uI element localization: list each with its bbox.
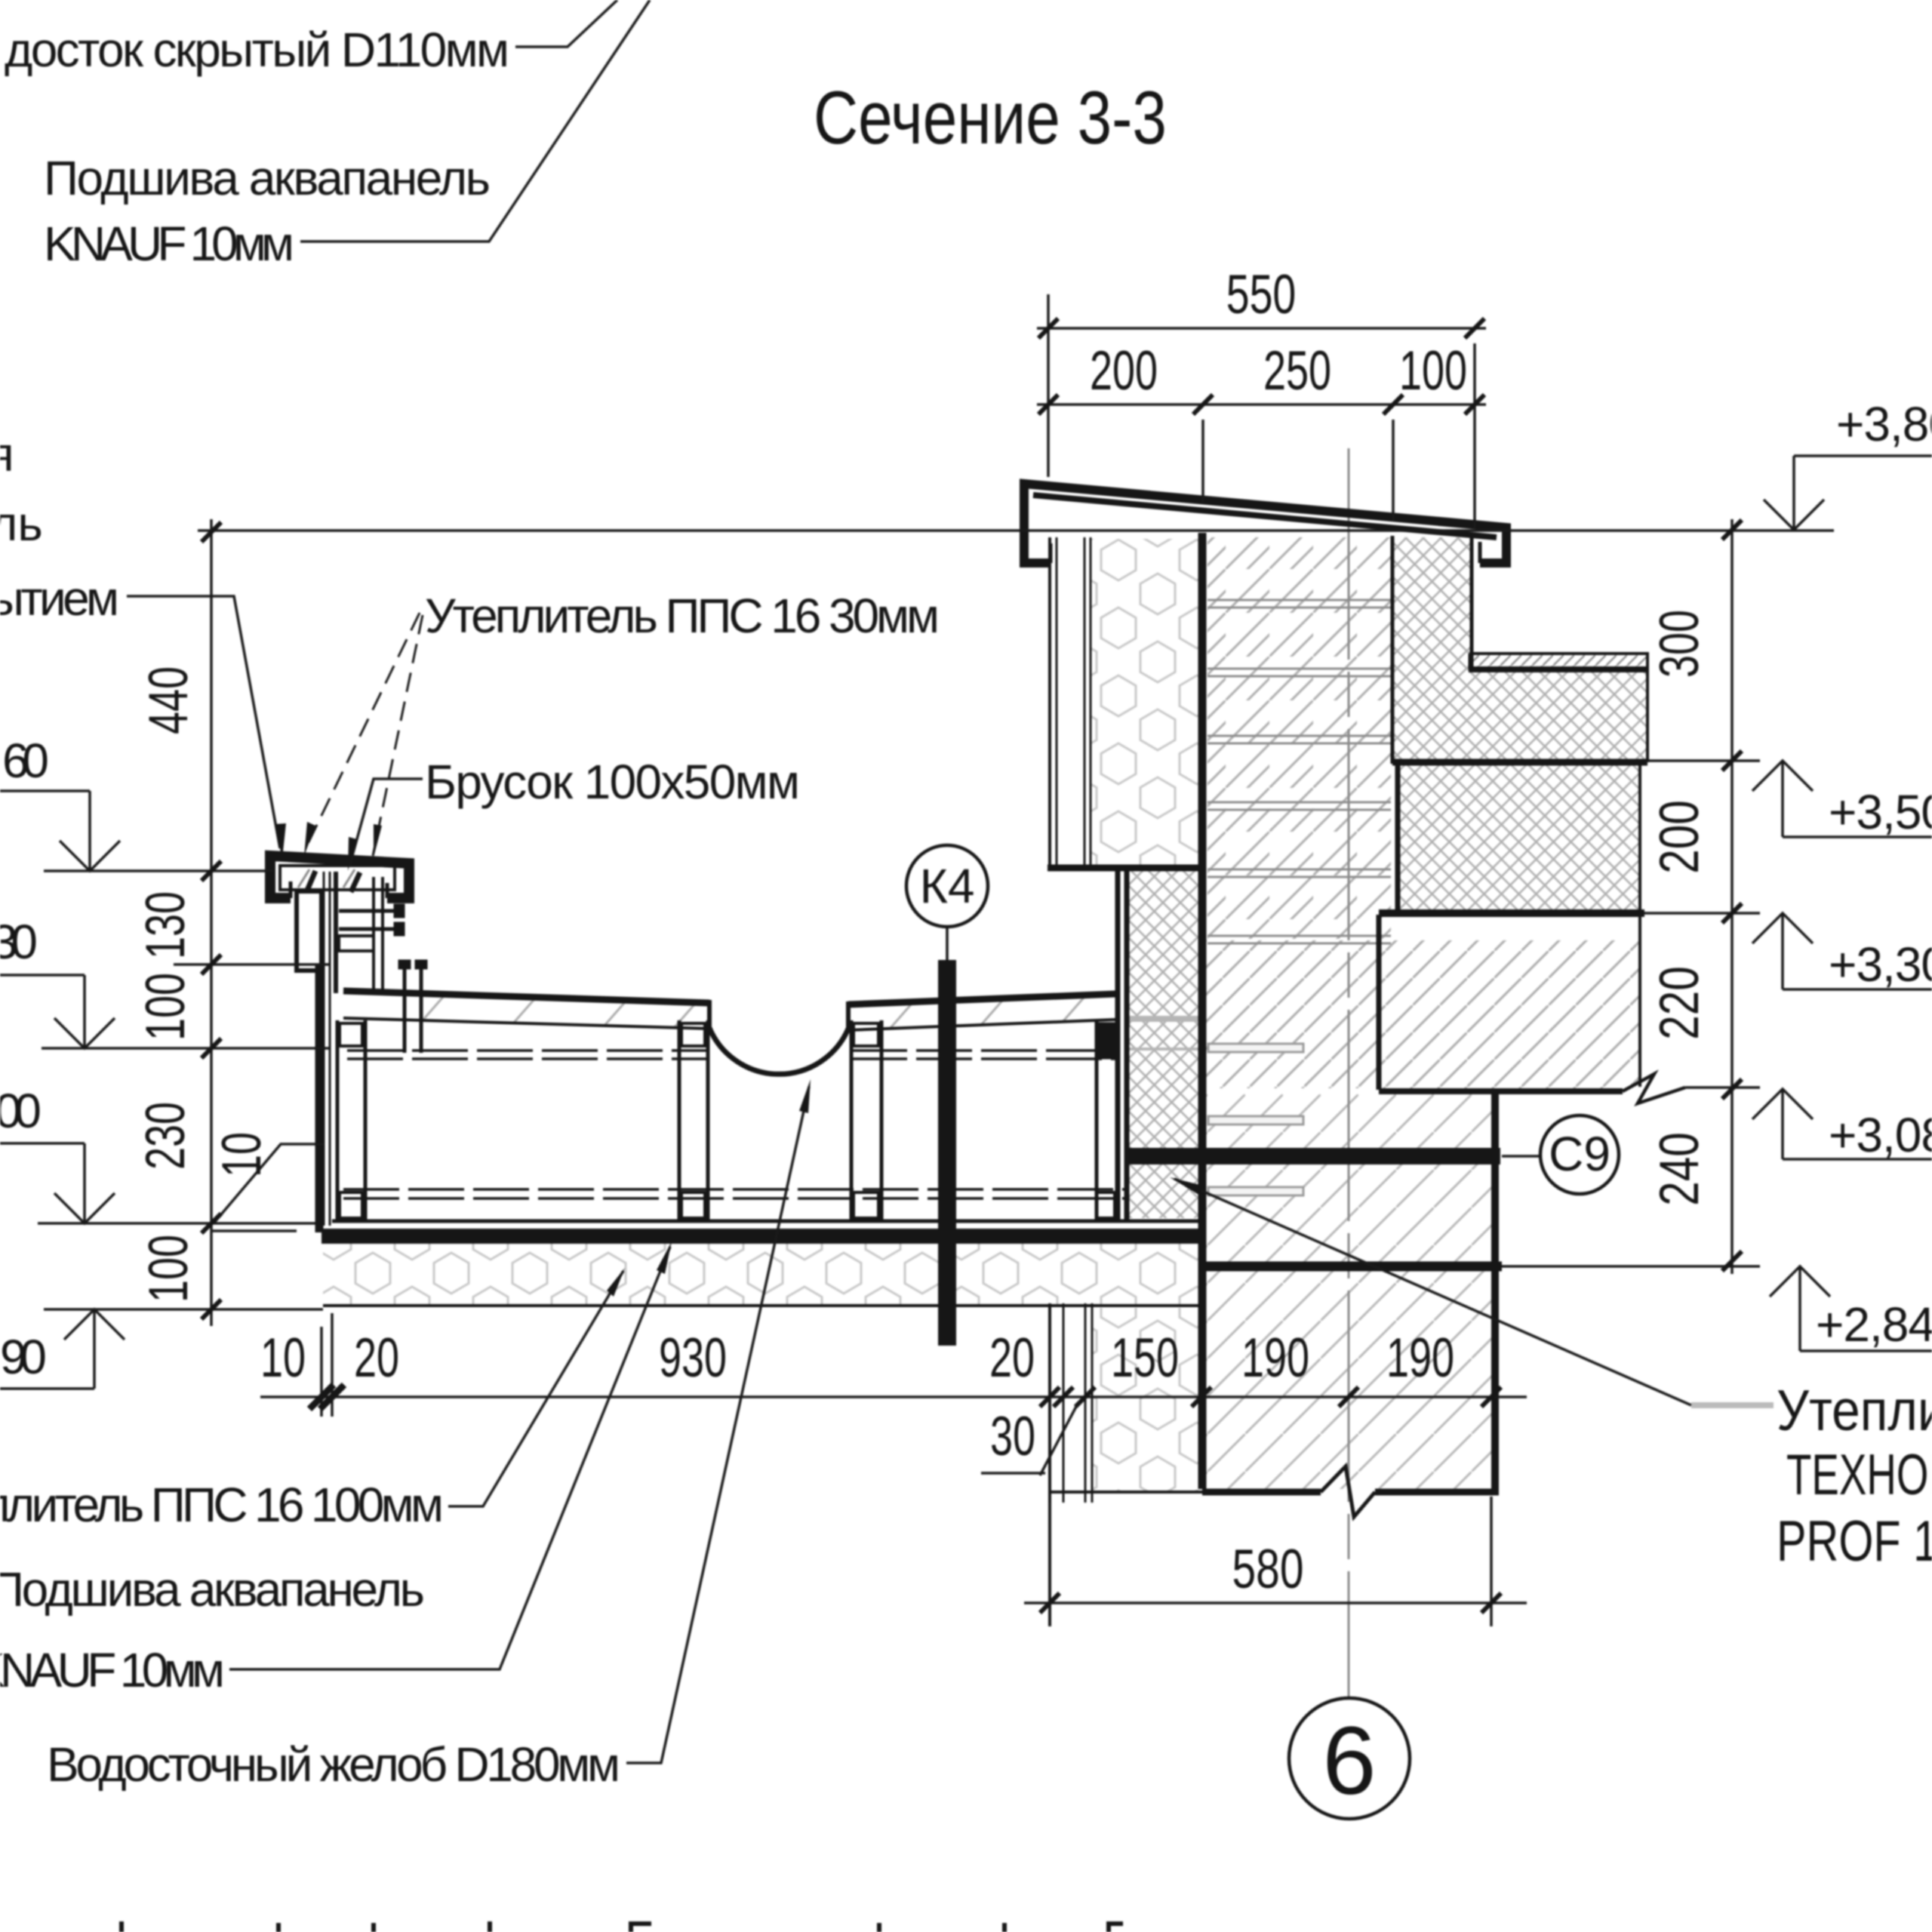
svg-text:+3,30: +3,30 bbox=[1829, 937, 1932, 992]
svg-text:KNAUF 10мм: KNAUF 10мм bbox=[0, 1643, 225, 1697]
svg-text:100: 100 bbox=[1399, 340, 1467, 401]
svg-text:190: 190 bbox=[1386, 1327, 1454, 1389]
svg-text:С9: С9 bbox=[1549, 1127, 1611, 1181]
svg-text:230: 230 bbox=[134, 1102, 196, 1170]
svg-text:190: 190 bbox=[1241, 1327, 1309, 1389]
svg-text:Сечение 3-3: Сечение 3-3 bbox=[814, 75, 1167, 159]
svg-text:00: 00 bbox=[0, 1084, 42, 1138]
svg-text:100: 100 bbox=[134, 973, 196, 1041]
svg-text:60: 60 bbox=[2, 734, 49, 788]
svg-text:ль: ль bbox=[0, 497, 43, 551]
svg-text:580: 580 bbox=[1232, 1538, 1304, 1599]
svg-text:440: 440 bbox=[137, 666, 199, 734]
svg-text:Утеплитель ППС 16 100мм: Утеплитель ППС 16 100мм bbox=[0, 1478, 444, 1532]
svg-text:550: 550 bbox=[1226, 263, 1297, 325]
svg-text:100: 100 bbox=[137, 1235, 199, 1303]
svg-text:Подшива аквапанель: Подшива аквапанель bbox=[0, 1562, 425, 1617]
svg-text:+3,08: +3,08 bbox=[1829, 1108, 1932, 1162]
svg-text:Утеплитель ППС 16 30мм: Утеплитель ППС 16 30мм bbox=[425, 589, 940, 643]
svg-text:30: 30 bbox=[0, 915, 38, 969]
svg-text:30: 30 bbox=[990, 1405, 1035, 1467]
svg-text:Брусок 100х50мм: Брусок 100х50мм bbox=[425, 755, 800, 809]
svg-text:6: 6 bbox=[1322, 1707, 1376, 1815]
svg-text:240: 240 bbox=[1649, 1132, 1711, 1205]
svg-text:220: 220 bbox=[1649, 966, 1711, 1039]
svg-text:+3,50: +3,50 bbox=[1829, 785, 1932, 839]
svg-text:досток скрытый D110мм: досток скрытый D110мм bbox=[5, 23, 509, 77]
svg-text:KNAUF 10мм: KNAUF 10мм bbox=[44, 217, 294, 271]
svg-text:я: я bbox=[0, 427, 14, 481]
svg-text:150: 150 bbox=[1111, 1327, 1179, 1389]
svg-text:+3,80: +3,80 bbox=[1836, 397, 1932, 451]
svg-text:20: 20 bbox=[989, 1327, 1035, 1389]
svg-text:250: 250 bbox=[1263, 340, 1331, 401]
svg-text:Подшива аквапанель: Подшива аквапанель bbox=[44, 151, 491, 205]
svg-text:90: 90 bbox=[0, 1330, 47, 1384]
svg-text:+2,84: +2,84 bbox=[1816, 1297, 1932, 1352]
svg-text:930: 930 bbox=[659, 1327, 727, 1389]
svg-text:ТЕХНОНИКОЛЬ: ТЕХНОНИКОЛЬ bbox=[1786, 1443, 1932, 1507]
svg-text:200: 200 bbox=[1649, 800, 1711, 873]
svg-text:К4: К4 bbox=[920, 859, 975, 913]
svg-text:Утеплитель: Утеплитель bbox=[1777, 1379, 1932, 1443]
svg-text:200: 200 bbox=[1090, 340, 1158, 401]
svg-text:ытием: ытием bbox=[0, 571, 119, 626]
svg-text:Водосточный желоб D180мм: Водосточный желоб D180мм bbox=[47, 1737, 620, 1792]
svg-text:130: 130 bbox=[134, 891, 196, 959]
svg-text:10: 10 bbox=[260, 1327, 306, 1389]
svg-text:300: 300 bbox=[1648, 610, 1710, 678]
svg-text:10: 10 bbox=[211, 1132, 272, 1177]
svg-text:20: 20 bbox=[354, 1327, 399, 1389]
svg-text:PROF 100мм: PROF 100мм bbox=[1777, 1509, 1932, 1574]
